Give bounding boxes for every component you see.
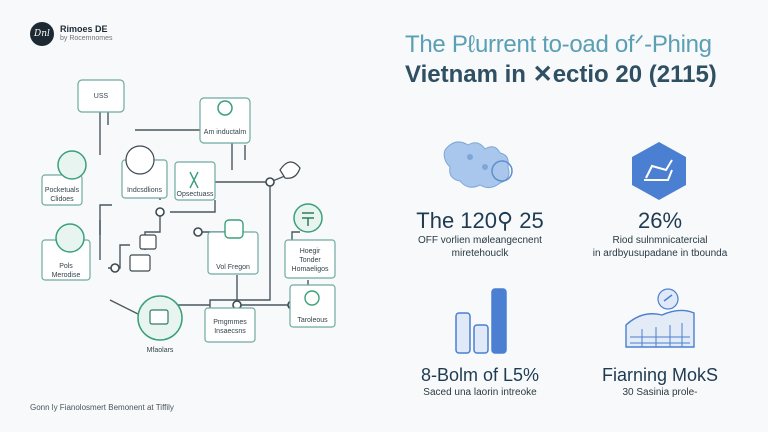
- tenge-glyph: [302, 212, 314, 226]
- junction: [265, 177, 275, 187]
- connector: [99, 204, 112, 235]
- stat-2-value: 26%: [637, 208, 683, 233]
- node-box: [77, 79, 125, 113]
- node-label-pmgmmes: Pmgmmes Insaecsns: [213, 319, 247, 335]
- brain-icon: [55, 223, 85, 253]
- footer-credit: Gonn ly Fianolosmert Bemonent at Tiffily: [30, 403, 174, 412]
- logo: Dnl Rimoes DE by Rocemnomes: [30, 22, 113, 46]
- node-uss: [77, 79, 125, 113]
- stat-2-desc: Riod sulnmnicatercial in ardbyusupadane …: [592, 235, 728, 259]
- node-label-opsectuass: Opsectuass: [176, 191, 214, 198]
- node-pols: [41, 223, 91, 281]
- node-indcsdlions: [121, 145, 168, 199]
- stat-4-desc: 30 Sasinia prole-: [622, 387, 698, 398]
- truck-icon: [129, 254, 151, 272]
- refresh-icon: [217, 100, 233, 116]
- node-truck: [129, 234, 157, 272]
- node-mfaolars: [137, 295, 183, 341]
- junction: [155, 207, 165, 217]
- stat-3: 8-Bolm of L5% Saced una laorin intreoke: [400, 365, 560, 399]
- junction: [193, 227, 203, 237]
- person-icon: [189, 171, 199, 189]
- node-label-hoegir: Hoegir Tonder Homaeligos: [291, 248, 329, 273]
- logo-text: Rimoes DE by Rocemnomes: [60, 24, 113, 44]
- page-title-line2: Vietnam in ✕ectio 20 (2115): [405, 61, 717, 88]
- gauge-icon: [57, 150, 87, 180]
- chart-hexagon-icon: [632, 142, 686, 200]
- node-label-vol-fregon: Vol Fregon: [216, 264, 250, 271]
- node-pocketuals: [41, 150, 87, 206]
- logo-name: Rimoes DE: [60, 24, 108, 34]
- bar-chart-icon: [455, 288, 507, 354]
- stat-3-desc: Saced una laorin intreoke: [423, 387, 537, 398]
- leaf-icon: [279, 161, 301, 179]
- bulb-icon: [304, 290, 320, 306]
- stat-1-value: The 120⚲ 25: [416, 208, 544, 233]
- node-pmgmmes: [204, 307, 256, 343]
- node-hoegir: [284, 203, 336, 279]
- stat-4: Fiarning MokS 30 Sasinia prole-: [585, 365, 735, 399]
- node-box: [199, 97, 251, 144]
- connector: [170, 200, 216, 213]
- clipboard-icon: [139, 234, 157, 250]
- node-box: [204, 307, 256, 343]
- circle-icon: [125, 145, 155, 175]
- logo-mark: Dnl: [30, 22, 54, 46]
- page-title-line1: The Pℓurrent to-oad ofᐟ-Phing: [405, 31, 712, 58]
- document-glyph: [149, 309, 169, 325]
- stat-1: The 120⚲ 25 OFF vorlien møleangecnent mi…: [400, 208, 560, 260]
- node-box: [284, 239, 336, 279]
- node-label-pols: Pols Merodise: [51, 263, 81, 279]
- stat-2: 26% Riod sulnmnicatercial in ardbyusupad…: [585, 208, 735, 260]
- node-label-am-inductalm: Am inductalm: [203, 129, 247, 136]
- connector: [108, 244, 130, 269]
- tool-icon: [224, 219, 244, 239]
- node-taroleous: [289, 284, 336, 328]
- stat-1-desc: OFF vorlien møleangecnent miretehouclk: [418, 235, 542, 259]
- node-label-taroleous: Taroleous: [297, 317, 328, 324]
- node-box: [289, 284, 336, 328]
- node-label-uss: USS: [93, 93, 109, 100]
- vietnam-map-icon: [443, 141, 513, 189]
- node-am-inductalm: [199, 97, 251, 144]
- logo-tagline: by Rocemnomes: [60, 35, 113, 42]
- junction: [110, 263, 120, 273]
- node-opsectuass: [174, 161, 216, 201]
- farm-field-icon: [625, 288, 695, 348]
- node-label-pocketuals: Pocketuals Clidoes: [44, 187, 80, 203]
- node-label-mfaolars: Mfaolars: [146, 347, 174, 354]
- node-vol-fregon: [207, 219, 259, 275]
- stat-3-value: 8-Bolm of L5%: [420, 365, 540, 385]
- stat-4-value: Fiarning MokS: [601, 365, 719, 385]
- node-label-indcsdlions: Indcsdlions: [126, 187, 163, 194]
